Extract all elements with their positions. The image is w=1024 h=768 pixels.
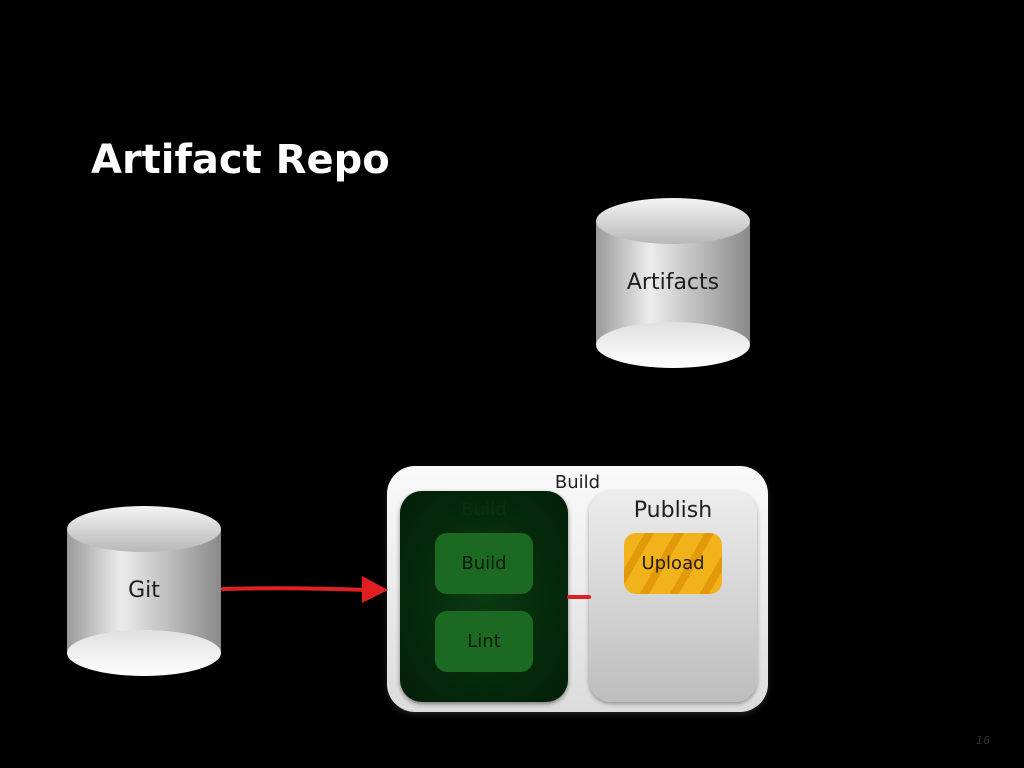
publish-stage-label: Publish [633, 498, 713, 523]
build-job: Build [435, 533, 533, 594]
database-cylinder-icon [596, 198, 750, 368]
build-stage: Build Build Lint [400, 491, 568, 702]
artifacts-database: Artifacts [595, 197, 751, 369]
slide-title: Artifact Repo [91, 137, 390, 183]
arrowhead-icon [362, 576, 388, 603]
lint-job: Lint [435, 611, 533, 672]
build-stage-label: Build [461, 499, 507, 520]
git-database-label: Git [128, 578, 160, 603]
publish-stage: Publish Upload [589, 491, 757, 702]
page-number: 16 [976, 734, 990, 747]
git-database: Git [66, 505, 222, 677]
pipeline-panel: Build Build Build Lint Publish Upload [387, 466, 768, 712]
upload-job: Upload [624, 533, 722, 594]
pipeline-label: Build [554, 472, 601, 493]
artifacts-database-label: Artifacts [626, 270, 720, 295]
git-to-build-arrow [221, 576, 388, 603]
database-cylinder-icon [67, 506, 221, 676]
